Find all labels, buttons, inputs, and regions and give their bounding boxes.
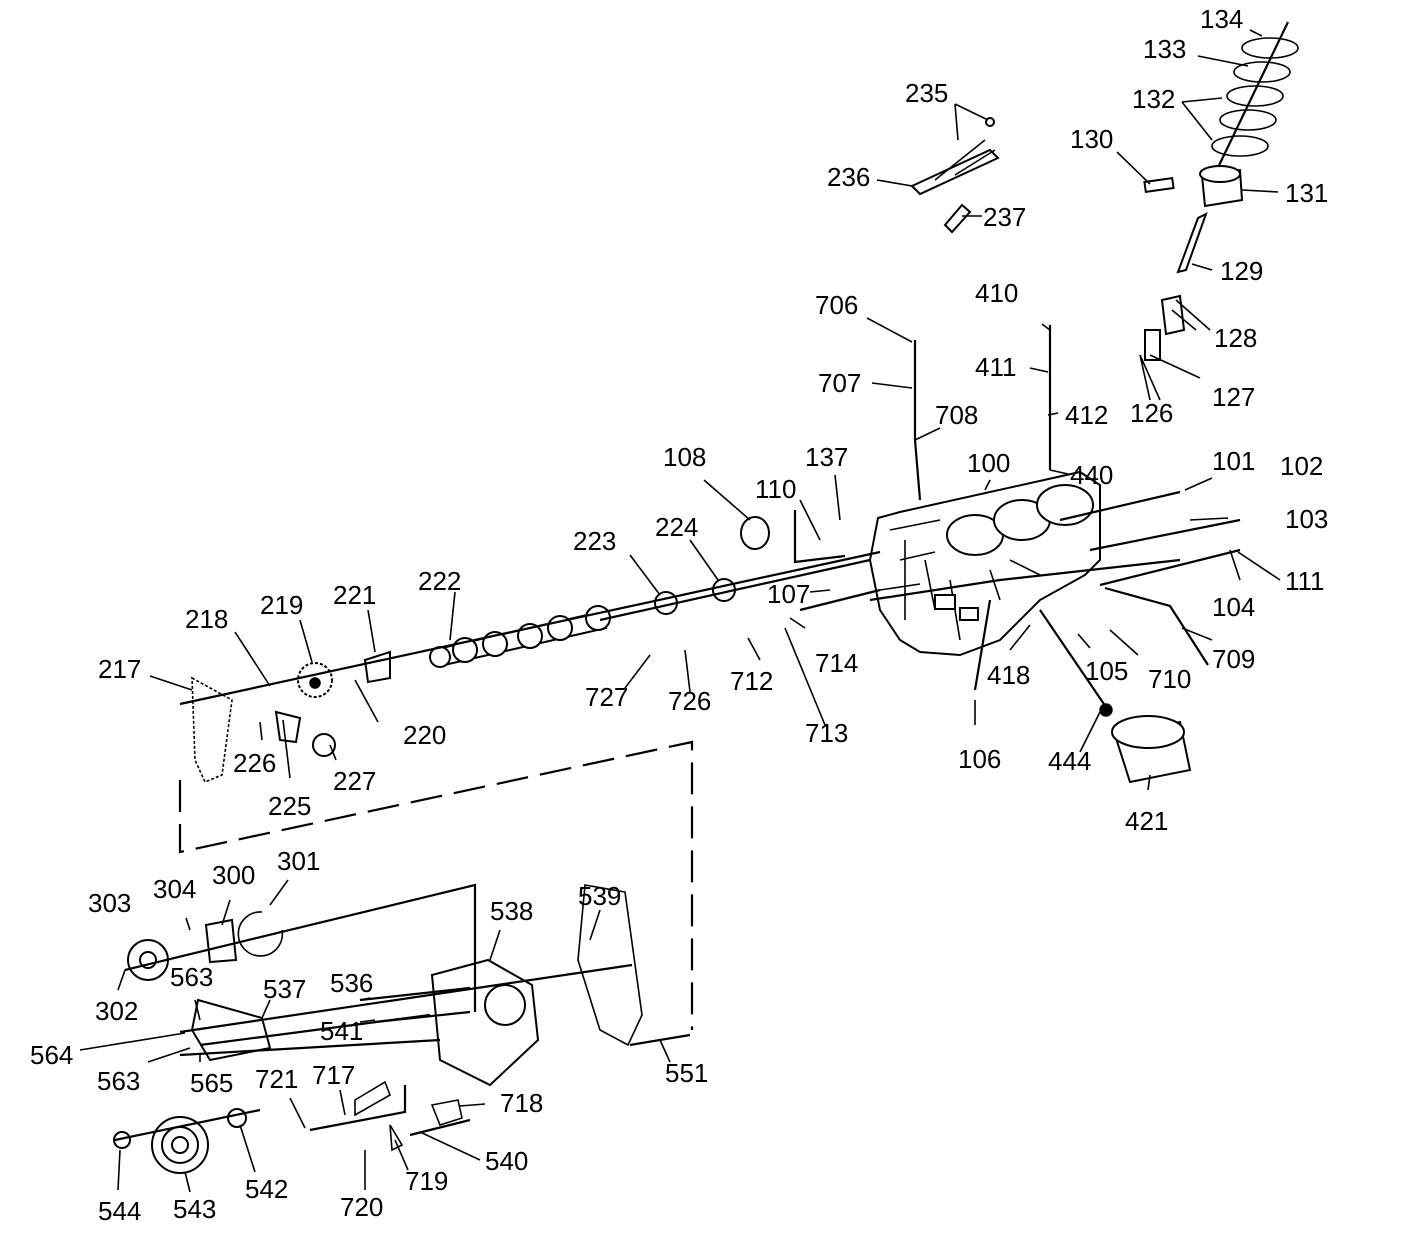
front-cover-group [113,884,643,1174]
callout-label: 543 [173,1194,216,1224]
oil-filter [1099,703,1192,784]
callout-label: 536 [330,968,373,998]
callout-label: 103 [1285,504,1328,534]
camshaft-and-timing [191,516,770,784]
callout-label: 563 [170,962,213,992]
callout-label: 128 [1214,323,1257,353]
callout-label: 565 [190,1068,233,1098]
callout-label: 132 [1132,84,1175,114]
callout-label: 302 [95,996,138,1026]
callout-label: 719 [405,1166,448,1196]
callout-label: 718 [500,1088,543,1118]
callout-label: 706 [815,290,858,320]
callout-label: 131 [1285,178,1328,208]
callout-label: 237 [983,202,1026,232]
callout-label: 102 [1280,451,1323,481]
callout-label: 542 [245,1174,288,1204]
callout-label: 111 [1285,566,1325,596]
callout-label: 134 [1200,4,1243,34]
callout-label: 709 [1212,644,1255,674]
callout-label: 720 [340,1192,383,1222]
callout-label: 223 [573,526,616,556]
callout-label: 727 [585,682,628,712]
callout-label: 541 [320,1016,363,1046]
callout-label: 303 [88,888,131,918]
callout-label: 235 [905,78,948,108]
callout-label: 300 [212,860,255,890]
callout-label: 106 [958,744,1001,774]
callout-label: 537 [263,974,306,1004]
callout-label: 219 [260,590,303,620]
callout-label: 226 [233,748,276,778]
callout-label: 444 [1048,746,1091,776]
callout-label: 421 [1125,806,1168,836]
callout-label: 222 [418,566,461,596]
callout-label: 544 [98,1196,141,1226]
leader-lines [79,29,1281,1193]
callout-label: 712 [730,666,773,696]
callout-label: 130 [1070,124,1113,154]
callout-label: 218 [185,604,228,634]
callout-label: 713 [805,718,848,748]
callout-label: 100 [967,448,1010,478]
callout-label: 564 [30,1040,73,1070]
callout-label: 217 [98,654,141,684]
callout-label: 227 [333,766,376,796]
callout-label: 707 [818,368,861,398]
callout-label: 411 [975,352,1016,382]
callout-label: 304 [153,874,196,904]
callout-label: 710 [1148,664,1191,694]
callout-label: 133 [1143,34,1186,64]
callout-label: 563 [97,1066,140,1096]
callout-labels: 100 101 102 103 104 105 106 107 108 110 … [30,4,1328,1226]
callout-label: 108 [663,442,706,472]
callout-label: 551 [665,1058,708,1088]
callout-label: 127 [1212,382,1255,412]
callout-label: 714 [815,648,858,678]
piston-assembly [1143,21,1299,361]
callout-label: 539 [578,881,621,911]
callout-label: 107 [767,579,810,609]
callout-label: 440 [1070,460,1113,490]
rocker-parts [910,117,1000,234]
callout-label: 105 [1085,656,1128,686]
callout-label: 129 [1220,256,1263,286]
callout-label: 101 [1212,446,1255,476]
callout-label: 137 [805,442,848,472]
callout-label: 221 [333,580,376,610]
callout-label: 410 [975,278,1018,308]
callout-label: 236 [827,162,870,192]
callout-label: 110 [755,474,796,504]
callout-label: 301 [277,846,320,876]
callout-label: 721 [255,1064,298,1094]
callout-label: 225 [268,791,311,821]
callout-label: 126 [1130,398,1173,428]
callout-label: 418 [987,660,1030,690]
callout-label: 538 [490,896,533,926]
callout-label: 708 [935,400,978,430]
callout-label: 412 [1065,400,1108,430]
callout-label: 717 [312,1060,355,1090]
callout-label: 104 [1212,592,1255,622]
callout-label: 540 [485,1146,528,1176]
callout-label: 224 [655,512,698,542]
callout-label: 220 [403,720,446,750]
callout-label: 726 [668,686,711,716]
